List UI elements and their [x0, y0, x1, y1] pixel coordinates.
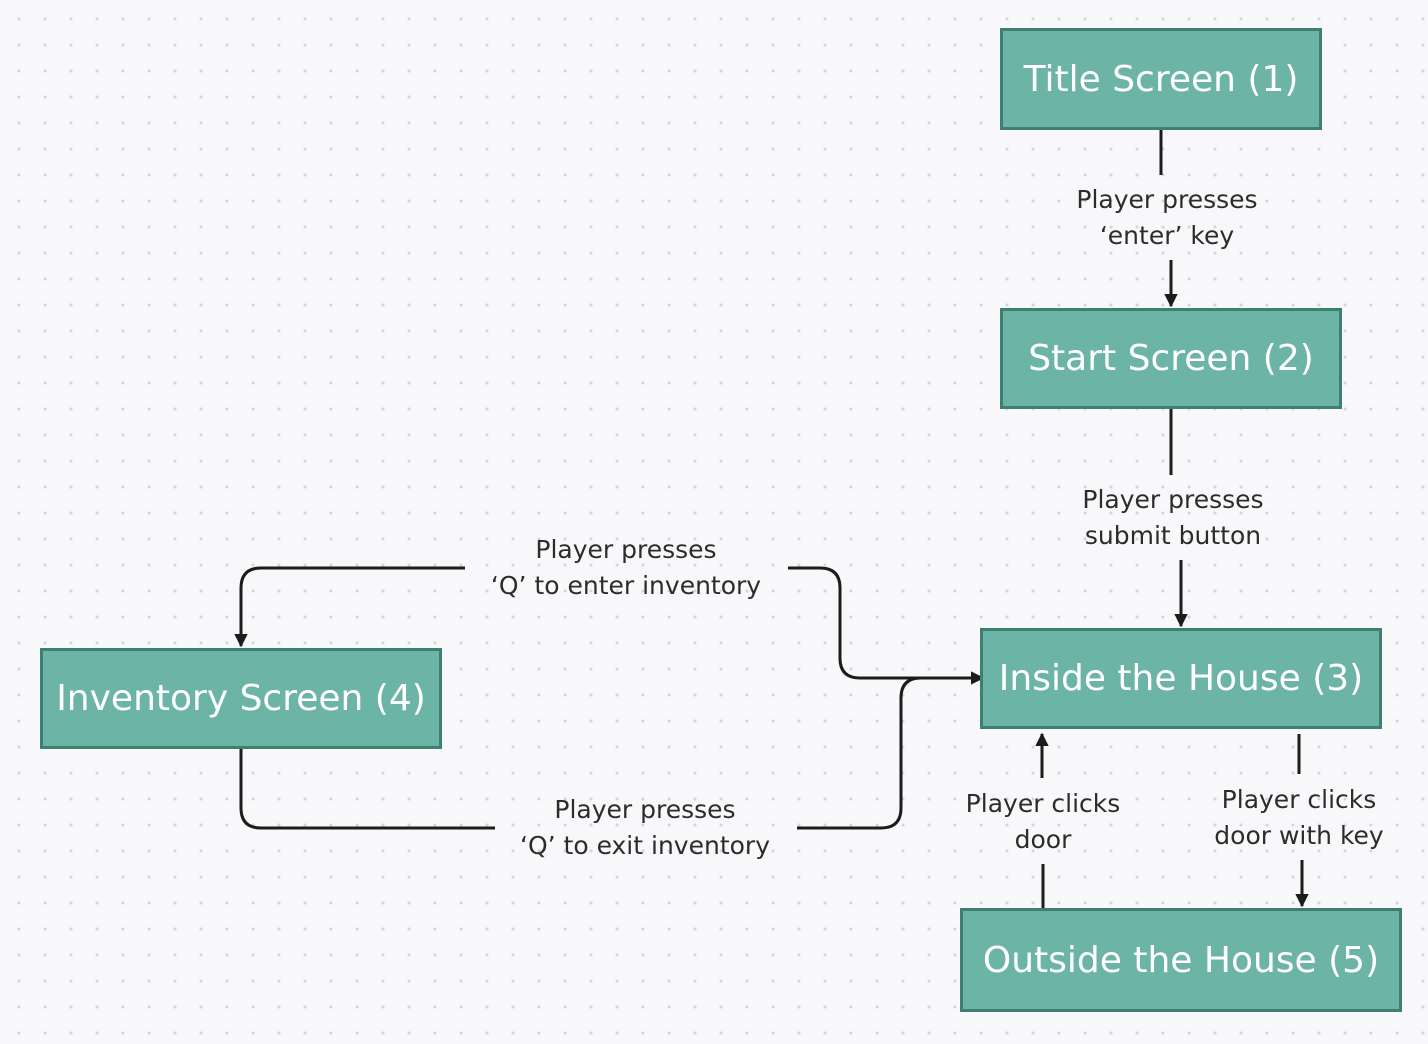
edge-label-line: submit button [1084, 521, 1262, 550]
edge-label-line: Player presses [1076, 185, 1258, 214]
edge-label-inside-to-outside: Player clicks door with key [1214, 782, 1383, 854]
start-screen-node[interactable]: Start Screen (2) [1000, 308, 1342, 409]
edge-label-start-to-inside: Player presses submit button [1082, 482, 1263, 554]
connector-inside-to-inventory-left [234, 566, 465, 648]
connector-inside-to-inventory-right [788, 566, 978, 680]
edge-label-inside-to-inventory: Player presses ‘Q’ to enter inventory [491, 532, 761, 604]
edge-label-line: Player clicks [1221, 785, 1377, 814]
connector-inventory-to-inside-left [239, 749, 495, 830]
edge-label-outside-to-inside: Player clicks door [966, 786, 1121, 858]
edge-label-line: door [1014, 825, 1072, 854]
edge-label-title-to-start: Player presses ‘enter’ key [1076, 182, 1257, 254]
edge-label-line: Player presses [1082, 485, 1264, 514]
edge-label-line: ‘Q’ to exit inventory [520, 831, 770, 860]
edge-label-line: Player clicks [965, 789, 1121, 818]
edge-label-line: ‘enter’ key [1099, 221, 1235, 250]
connector-inventory-to-inside-right [797, 671, 985, 830]
inside-house-node[interactable]: Inside the House (3) [980, 628, 1382, 729]
outside-house-node[interactable]: Outside the House (5) [960, 908, 1402, 1012]
inventory-screen-node[interactable]: Inventory Screen (4) [40, 648, 442, 749]
edge-label-inventory-to-inside: Player presses ‘Q’ to exit inventory [520, 792, 770, 864]
edge-label-line: ‘Q’ to enter inventory [490, 571, 762, 600]
title-screen-node[interactable]: Title Screen (1) [1000, 28, 1322, 130]
edge-label-line: door with key [1214, 821, 1384, 850]
edge-label-line: Player presses [535, 535, 717, 564]
edge-label-line: Player presses [554, 795, 736, 824]
